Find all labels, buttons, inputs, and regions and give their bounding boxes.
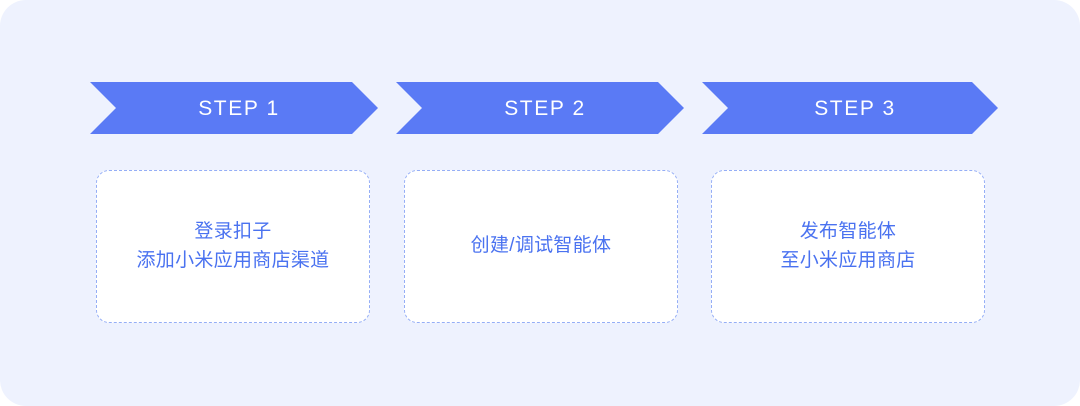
step-banner-2: STEP 2 xyxy=(396,82,684,134)
step-card-1: 登录扣子 添加小米应用商店渠道 xyxy=(96,170,370,323)
step-card-3: 发布智能体 至小米应用商店 xyxy=(711,170,985,323)
step-card-2-line-1: 创建/调试智能体 xyxy=(470,235,612,257)
step-card-1-line-1: 登录扣子 xyxy=(194,220,272,242)
step-banner-row: STEP 1 STEP 2 STEP 3 xyxy=(0,82,1080,134)
step-card-2: 创建/调试智能体 xyxy=(404,170,678,323)
step-card-row: 登录扣子 添加小米应用商店渠道 创建/调试智能体 发布智能体 至小米应用商店 xyxy=(0,170,1080,323)
step-card-3-line-2: 至小米应用商店 xyxy=(780,249,916,271)
step-banner-1: STEP 1 xyxy=(90,82,378,134)
step-card-3-line-1: 发布智能体 xyxy=(799,220,897,242)
step-banner-label-3: STEP 3 xyxy=(814,96,896,120)
step-banner-3: STEP 3 xyxy=(702,82,998,134)
step-card-1-line-2: 添加小米应用商店渠道 xyxy=(136,249,330,271)
step-banner-label-2: STEP 2 xyxy=(504,96,586,120)
step-banner-label-1: STEP 1 xyxy=(198,96,280,120)
